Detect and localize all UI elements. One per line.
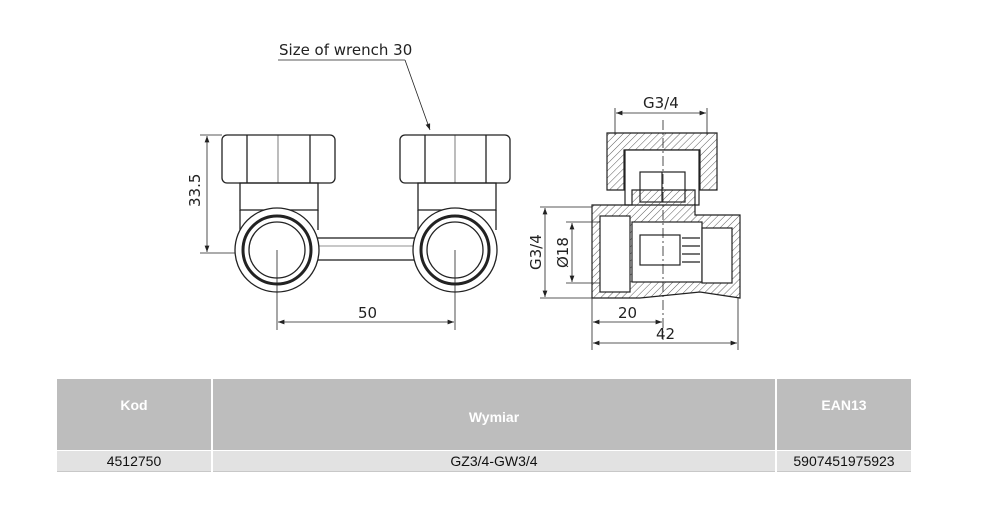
top-thread-dimension: G3/4: [643, 94, 679, 112]
offset-dimension: 20: [618, 304, 637, 322]
cell-ean13: 5907451975923: [776, 450, 911, 472]
cell-wymiar: GZ3/4-GW3/4: [212, 450, 777, 472]
spacing-dimension: 50: [358, 304, 377, 322]
cell-kod: 4512750: [57, 450, 213, 472]
header-kod: Kod: [57, 379, 213, 451]
side-thread-dimension: G3/4: [527, 234, 545, 270]
inner-diameter-dimension: Ø18: [554, 237, 572, 268]
hex-nut-left: [221, 134, 336, 184]
header-ean13: EAN13: [776, 379, 911, 451]
product-spec-table: Kod Wymiar EAN13 4512750 GZ3/4-GW3/4 590…: [57, 379, 911, 472]
front-view: [221, 134, 511, 293]
side-section-view: [591, 132, 741, 299]
hex-nut-right: [399, 134, 511, 184]
height-dimension: 33.5: [186, 174, 204, 207]
length-dimension: 42: [656, 325, 675, 343]
table-row: 4512750 GZ3/4-GW3/4 5907451975923: [57, 450, 911, 472]
header-wymiar: Wymiar: [212, 379, 777, 451]
wrench-size-label: Size of wrench 30: [279, 41, 412, 59]
technical-drawing: Size of wrench 30 33.5 50 G3/4 G3/4 Ø18 …: [186, 41, 741, 350]
